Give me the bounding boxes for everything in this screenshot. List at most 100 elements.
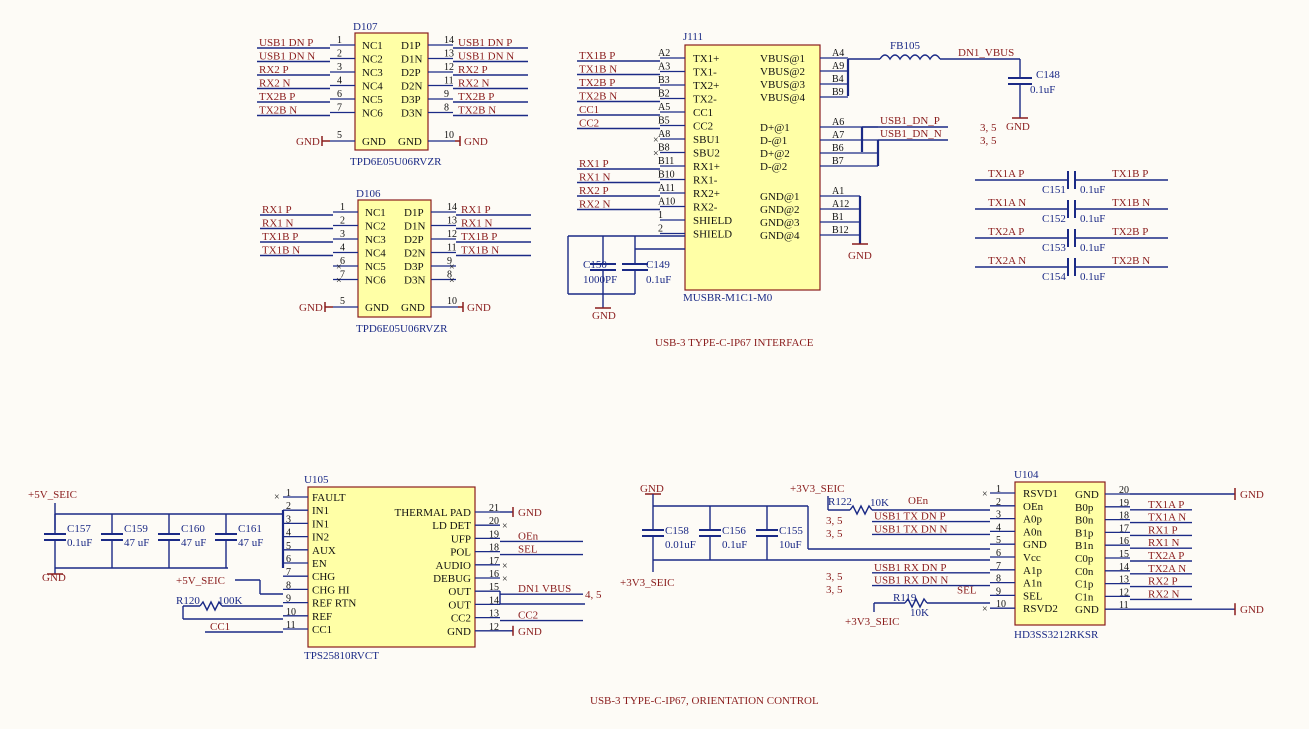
d107-right-net-8: TX2B N — [458, 105, 496, 117]
d106-right-num-13: 13 — [447, 216, 457, 227]
d107-part: TPD6E05U06RVZR — [350, 156, 442, 168]
j111-right-num-A1: A1 — [832, 186, 844, 197]
ac-cap-ref-0: C151 — [1042, 184, 1066, 196]
j111-right-num-B7: B7 — [832, 156, 844, 167]
u105-nc-16: × — [502, 574, 508, 585]
r119-value: 10K — [910, 607, 929, 619]
u104-right-num-13: 13 — [1119, 575, 1129, 586]
u104-right-num-18: 18 — [1119, 511, 1129, 522]
u104-cap-value-1: 0.1uF — [722, 539, 747, 551]
u105-left-num-4: 4 — [286, 528, 291, 539]
u104-ref-2: 3, 5 — [826, 528, 843, 540]
d107-right-num-8: 8 — [444, 103, 449, 114]
r120-value: 100K — [218, 595, 243, 607]
j111-d-ref-p: 3, 5 — [980, 122, 997, 134]
d106-right-net-12: TX1B P — [461, 231, 497, 243]
u105-cap-ref-1: C159 — [124, 523, 148, 535]
u104-left-name-4: A0n — [1023, 526, 1042, 538]
d106-left-num-2: 2 — [340, 216, 345, 227]
j111-left-name-B3: TX2+ — [693, 80, 719, 92]
j111-right-name-B9: VBUS@4 — [760, 92, 805, 104]
u105-left-name-6: EN — [312, 558, 327, 570]
u104-cap-ref-1: C156 — [722, 525, 746, 537]
u105-right-name-15: OUT — [448, 586, 471, 598]
u105-left-num-10: 10 — [286, 607, 296, 618]
u104-pwr-left: +3V3_SEIC — [620, 577, 674, 589]
d107-right-num-12: 12 — [444, 62, 454, 73]
ac-cap-ref-1: C152 — [1042, 213, 1066, 225]
j111-left-num-B8: B8 — [658, 143, 670, 154]
u105-nc-17: × — [502, 561, 508, 572]
d106-part: TPD6E05U06RVZR — [356, 323, 448, 335]
u104-part: HD3SS3212RKSR — [1014, 629, 1099, 641]
j111-left-net-B2: TX2B N — [579, 91, 617, 103]
j111-left-num-A2: A2 — [658, 48, 670, 59]
u105-right-num-12: 12 — [489, 622, 499, 633]
d106-left-name-1: NC1 — [365, 207, 386, 219]
d107-left-num-1: 1 — [337, 35, 342, 46]
u104-right-net-14: TX2A N — [1148, 563, 1186, 575]
u104-right-net-13: RX2 P — [1148, 576, 1178, 588]
d107-right-name-11: D2N — [401, 81, 422, 93]
j111-left-net-B3: TX2B P — [579, 77, 615, 89]
ac-cap-right-net-1: TX1B N — [1112, 197, 1150, 209]
u105-body — [307, 486, 476, 648]
u105-left-name-7: CHG — [312, 571, 335, 583]
j111-d-ref-n: 3, 5 — [980, 135, 997, 147]
u105-left-num-7: 7 — [286, 567, 291, 578]
ac-cap-left-net-0: TX1A P — [988, 168, 1024, 180]
u104-left-net-9: SEL — [957, 584, 977, 596]
j111-ref: J111 — [683, 31, 703, 43]
u104-right-name-12: C1n — [1075, 591, 1094, 603]
r119-resistor — [904, 597, 928, 609]
d107-right-net-11: RX2 N — [458, 78, 490, 90]
u105-cap-value-2: 47 uF — [181, 537, 206, 549]
r119-ref: R119 — [893, 592, 917, 604]
u105-right-net-12: GND — [518, 626, 542, 638]
c148-ref: C148 — [1036, 69, 1060, 81]
u104-left-num-3: 3 — [996, 510, 1001, 521]
c150-ref: C150 — [583, 259, 607, 271]
d106-left-num-3: 3 — [340, 229, 345, 240]
u104-gnd-top: GND — [640, 483, 664, 495]
u104-left-name-8: A1n — [1023, 578, 1042, 590]
u104-right-name-11: GND — [1075, 604, 1099, 616]
u105-nc-20: × — [502, 521, 508, 532]
j111-right-num-A9: A9 — [832, 61, 844, 72]
u105-nc-1: × — [274, 492, 280, 503]
u105-cap-ref-0: C157 — [67, 523, 91, 535]
ac-cap-ref-3: C154 — [1042, 271, 1066, 283]
j111-right-name-B4: VBUS@3 — [760, 79, 805, 91]
j111-right-name-B6: D+@2 — [760, 148, 790, 160]
r120-ref: R120 — [176, 595, 200, 607]
u105-out-ref: 4, 5 — [585, 589, 602, 601]
ac-cap-value-0: 0.1uF — [1080, 184, 1105, 196]
u104-cap-ref-2: C155 — [779, 525, 803, 537]
j111-left-num-B10: B10 — [658, 170, 675, 181]
u105-left-name-5: AUX — [312, 545, 336, 557]
j111-gnd-net: GND — [848, 250, 872, 262]
u105-left-num-6: 6 — [286, 554, 291, 565]
d107-right-name-12: D2P — [401, 67, 421, 79]
u105-right-num-18: 18 — [489, 543, 499, 554]
d106-left-name-6: NC5 — [365, 261, 386, 273]
d106-gnd-right-num: 10 — [447, 296, 457, 307]
c149-ref: C149 — [646, 259, 670, 271]
ac-cap-value-1: 0.1uF — [1080, 213, 1105, 225]
u104-left-num-4: 4 — [996, 522, 1001, 533]
j111-left-num-B5: B5 — [658, 116, 670, 127]
u104-right-num-17: 17 — [1119, 523, 1129, 534]
u105-right-net-19: OEn — [518, 530, 539, 542]
j111-left-num-B3: B3 — [658, 75, 670, 86]
j111-left-name-A10: RX2- — [693, 202, 718, 214]
j111-nc-A8: × — [653, 135, 659, 146]
d107-left-net-7: TX2B N — [259, 105, 297, 117]
u104-right-name-20: GND — [1075, 489, 1099, 501]
d107-gnd-left-name: GND — [362, 136, 386, 148]
u104-right-net-11: GND — [1240, 604, 1264, 616]
